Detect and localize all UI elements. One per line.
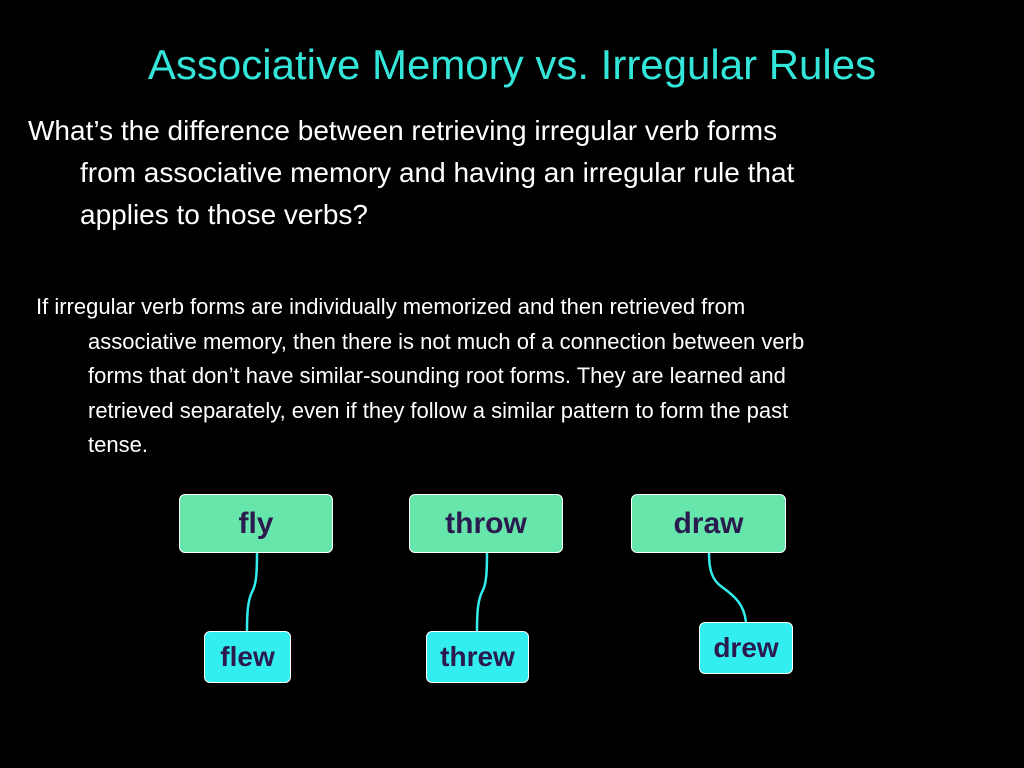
explanation-line: forms that don’t have similar-sounding r…: [88, 363, 786, 388]
past-verb-box-drew: drew: [699, 622, 793, 674]
connector-fly-flew: [245, 552, 259, 632]
past-verb-box-flew: flew: [204, 631, 291, 683]
question-paragraph: What’s the difference between retrieving…: [28, 110, 794, 236]
question-line: applies to those verbs?: [80, 199, 368, 230]
root-verb-box-throw: throw: [409, 494, 563, 553]
connector-draw-drew: [707, 552, 748, 623]
explanation-paragraph: If irregular verb forms are individually…: [36, 290, 804, 463]
explanation-line: associative memory, then there is not mu…: [88, 328, 805, 354]
explanation-line: tense.: [88, 432, 148, 457]
connector-throw-threw: [475, 552, 489, 632]
question-line: from associative memory and having an ir…: [80, 157, 795, 188]
root-verb-box-fly: fly: [179, 494, 333, 553]
past-verb-box-threw: threw: [426, 631, 529, 683]
slide-title: Associative Memory vs. Irregular Rules: [147, 41, 877, 88]
explanation-line: If irregular verb forms are individually…: [36, 294, 746, 319]
root-verb-box-draw: draw: [631, 494, 786, 553]
question-line: What’s the difference between retrieving…: [28, 115, 778, 146]
explanation-line: retrieved separately, even if they follo…: [88, 397, 789, 423]
